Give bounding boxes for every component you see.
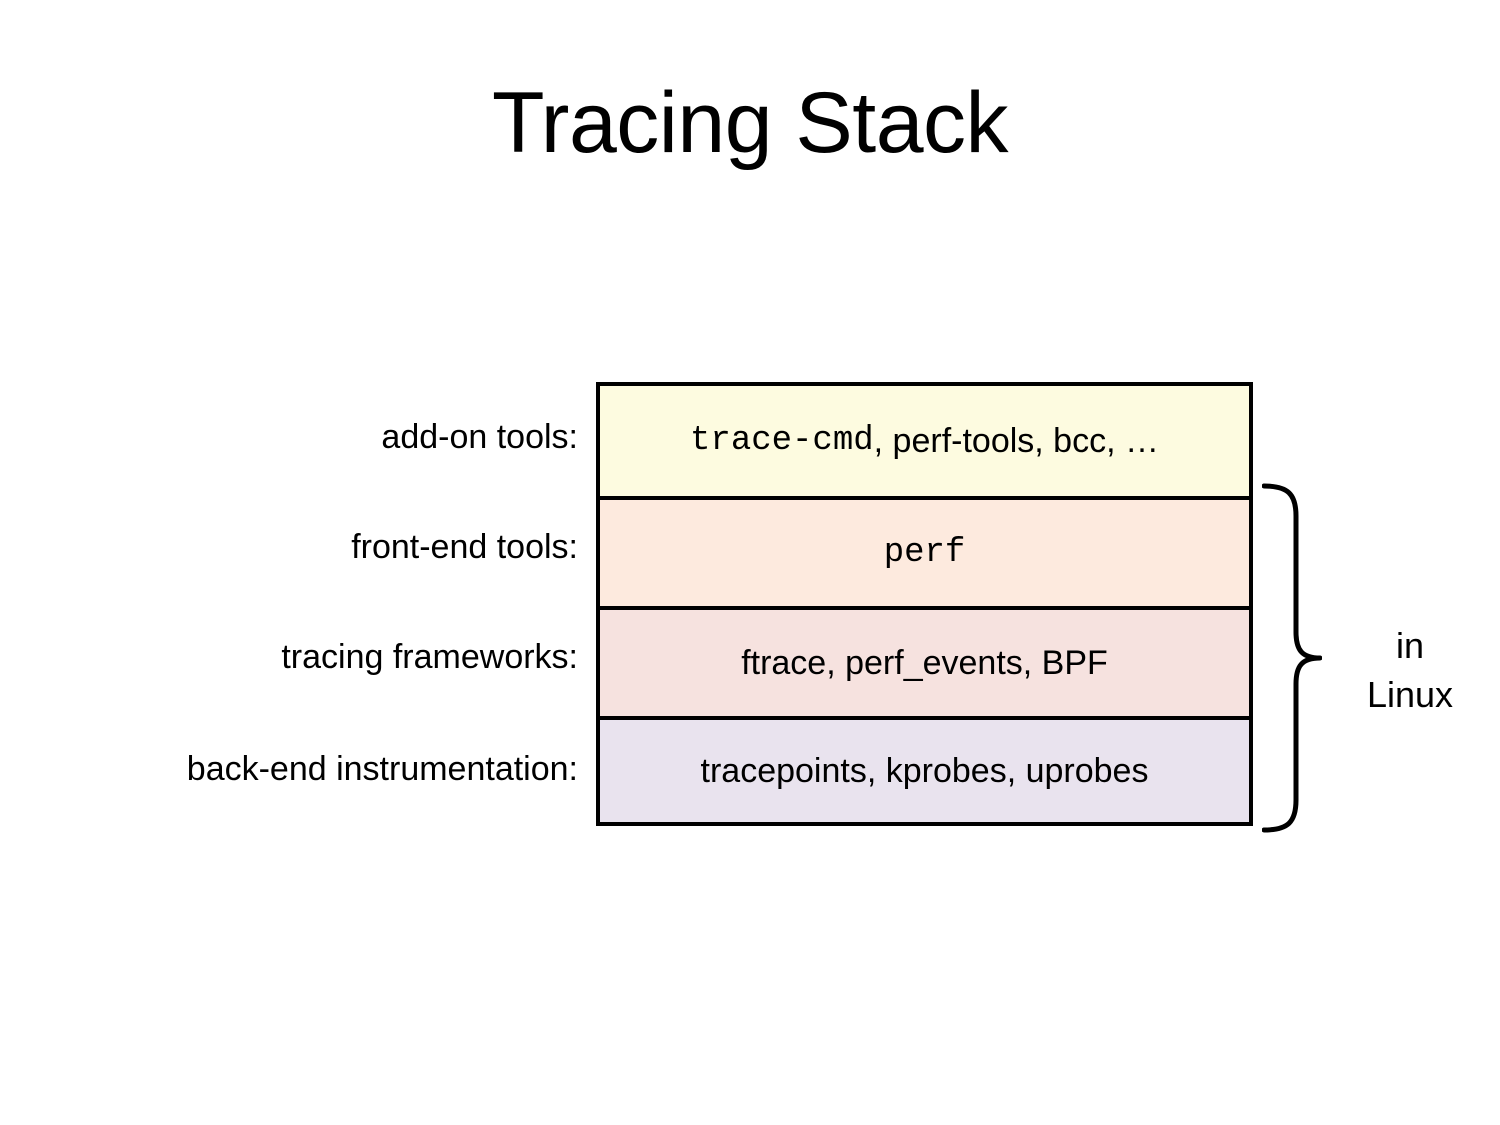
row-label-front-end-tools: front-end tools:: [351, 528, 578, 566]
stack-row-1-mono-text: perf: [883, 534, 966, 572]
stack-row-0-mono-text: trace-cmd: [690, 422, 874, 460]
brace-note: in Linux: [1330, 622, 1490, 719]
stack-row-add-on-tools: trace-cmd, perf-tools, bcc, …: [600, 386, 1249, 496]
slide-title: Tracing Stack: [491, 75, 1009, 171]
stack-row-back-end-instrumentation: tracepoints, kprobes, uprobes: [600, 716, 1249, 822]
stack-row-2-sans-text: ftrace, perf_events, BPF: [741, 643, 1108, 682]
curly-brace-icon: [1262, 482, 1322, 834]
stack-box: trace-cmd, perf-tools, bcc, … perf ftrac…: [596, 382, 1253, 826]
row-label-tracing-frameworks: tracing frameworks:: [281, 638, 578, 676]
stack-row-3-sans-text: tracepoints, kprobes, uprobes: [700, 751, 1149, 790]
brace-note-line-1: in: [1395, 625, 1425, 666]
row-labels-column: add-on tools: front-end tools: tracing f…: [40, 382, 578, 826]
row-label-back-end-instrumentation: back-end instrumentation:: [186, 750, 578, 788]
stack-row-0-sans-text: , perf-tools, bcc, …: [873, 421, 1159, 460]
stack-row-front-end-tools: perf: [600, 496, 1249, 606]
row-label-add-on-tools: add-on tools:: [381, 418, 578, 456]
stack-row-tracing-frameworks: ftrace, perf_events, BPF: [600, 606, 1249, 716]
brace-note-line-2: Linux: [1366, 673, 1454, 715]
